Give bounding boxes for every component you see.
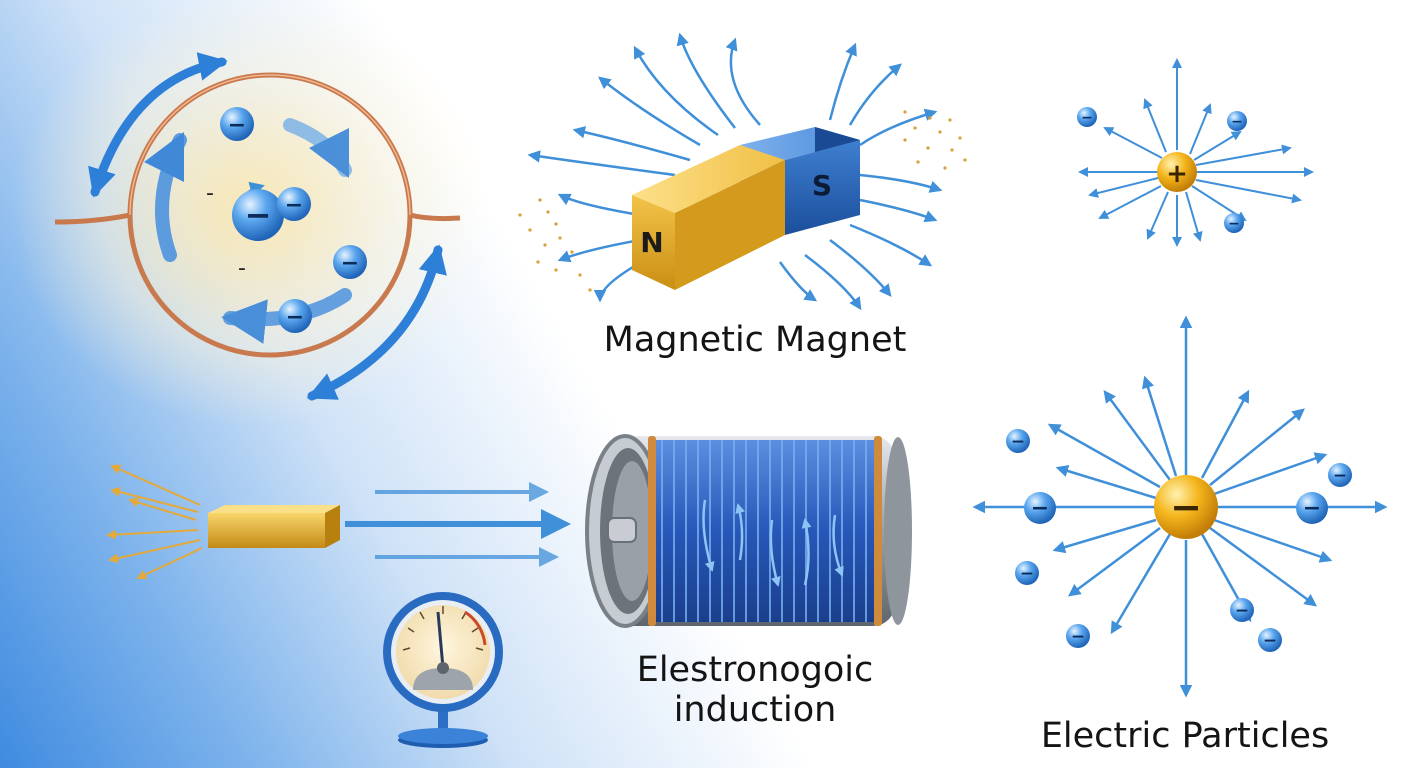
- copper-wire-right-lead: [409, 212, 461, 222]
- svg-text:−: −: [1031, 496, 1049, 521]
- electron: −: [220, 107, 254, 141]
- stray-charge-mark: -: [238, 256, 246, 281]
- galvanometer-needle: [436, 611, 445, 669]
- electron: −: [1077, 107, 1097, 127]
- electron: −: [1296, 492, 1328, 524]
- galvanometer-ticks: [402, 606, 484, 651]
- induced-current-arrows: [702, 499, 844, 587]
- negative-charge: −: [1154, 475, 1218, 539]
- induction-caption: Elestronogoic induction: [600, 650, 910, 730]
- magnet-caption-text: Magnetic Magnet: [603, 320, 907, 360]
- magnet-north-side: [675, 160, 785, 290]
- svg-text:−: −: [1303, 496, 1321, 521]
- magnet-north-label: N: [640, 226, 663, 259]
- svg-text:−: −: [1263, 631, 1277, 651]
- electron: −: [1066, 624, 1090, 648]
- electron: −: [232, 189, 284, 241]
- svg-text:−: −: [285, 193, 303, 218]
- magnet-caption: Magnetic Magnet: [590, 320, 920, 360]
- electron: −: [333, 245, 367, 279]
- bar-magnet: N S: [632, 127, 860, 290]
- stray-charge-mark: -: [206, 181, 214, 206]
- svg-text:−: −: [1235, 601, 1249, 621]
- magnet-south-label: S: [812, 169, 832, 202]
- electron: −: [1230, 598, 1254, 622]
- motion-arrows: [345, 482, 571, 567]
- svg-text:−: −: [1071, 627, 1085, 647]
- svg-text:+: +: [1166, 159, 1188, 189]
- motion-sparks: [106, 464, 203, 580]
- electron: −: [1328, 463, 1352, 487]
- svg-text:−: −: [341, 251, 359, 276]
- outer-current-arrow-top: [88, 52, 228, 198]
- electron: −: [277, 187, 311, 221]
- outer-current-arrow-bottom: [306, 244, 447, 401]
- iron-filings: [518, 110, 967, 292]
- svg-text:−: −: [1081, 110, 1093, 126]
- positive-charge-field: [1078, 58, 1314, 247]
- inner-flow-arrow-left: [143, 131, 187, 262]
- svg-text:−: −: [245, 196, 272, 234]
- induction-caption-line1: Elestronogoic: [636, 650, 874, 690]
- svg-text:−: −: [228, 113, 246, 138]
- svg-text:−: −: [1333, 466, 1347, 486]
- electron-circuit: − − − − − - -: [54, 52, 461, 401]
- svg-text:−: −: [1020, 564, 1034, 584]
- electron: −: [1224, 213, 1244, 233]
- electron: −: [1015, 561, 1039, 585]
- moving-magnet-bar: [208, 505, 340, 548]
- magnet-north-front: [632, 195, 675, 290]
- magnet-field-lines: [527, 32, 943, 311]
- svg-text:−: −: [1170, 485, 1202, 529]
- svg-text:−: −: [286, 305, 304, 330]
- induction-caption-line2: induction: [673, 690, 837, 730]
- coil-windings: [661, 440, 867, 622]
- svg-text:−: −: [1231, 114, 1243, 130]
- electron: −: [1024, 492, 1056, 524]
- magnet-north-top: [632, 145, 785, 213]
- electron: −: [1227, 111, 1247, 131]
- solenoid-coil: [585, 434, 912, 628]
- electron: −: [1006, 429, 1030, 453]
- electron: −: [1258, 628, 1282, 652]
- galvanometer: [383, 592, 503, 748]
- particles-caption: Electric Particles: [1030, 716, 1340, 756]
- svg-text:−: −: [1011, 432, 1025, 452]
- svg-text:−: −: [1228, 216, 1240, 232]
- electron: −: [278, 299, 312, 333]
- inner-flow-arrow-right: [283, 118, 352, 179]
- negative-charge-field: [972, 315, 1388, 698]
- positive-charge: +: [1157, 152, 1197, 192]
- particles-caption-text: Electric Particles: [1040, 716, 1330, 756]
- copper-wire-left-lead: [54, 212, 131, 225]
